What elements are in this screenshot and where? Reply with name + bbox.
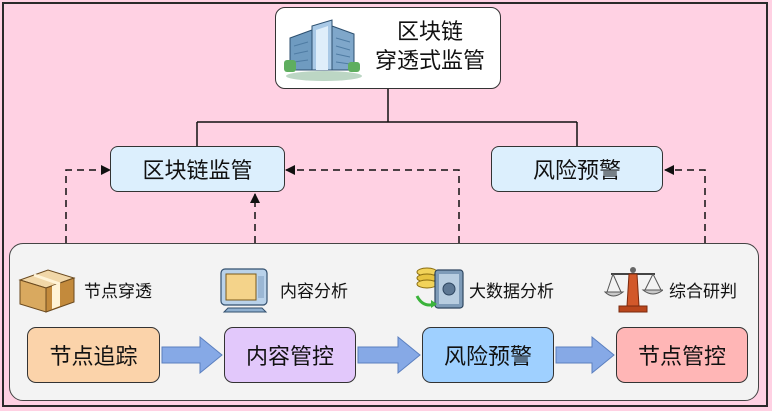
top-title-line2: 穿透式监管	[374, 49, 485, 74]
function-node-penetration: 节点穿透	[16, 262, 152, 316]
monitor-icon	[220, 268, 268, 313]
step-node-control: 节点管控	[616, 327, 748, 383]
dashed-arrow-right	[664, 165, 706, 243]
function-label: 内容分析	[280, 281, 348, 302]
function-big-data: 大数据分析	[413, 262, 554, 316]
flow-arrow-2	[357, 335, 421, 375]
building-icon	[284, 19, 362, 81]
scales-icon	[603, 267, 663, 313]
outer-frame	[2, 2, 768, 407]
flow-arrow-3	[555, 335, 615, 375]
function-content-analysis: 内容分析	[218, 262, 348, 316]
function-label: 大数据分析	[469, 281, 554, 302]
function-label: 节点穿透	[84, 281, 152, 302]
function-label: 综合研判	[669, 281, 737, 302]
flow-arrow-1	[161, 335, 223, 375]
top-node: 区块链 穿透式监管	[275, 7, 501, 89]
box-icon	[18, 269, 76, 313]
step-content-control: 内容管控	[224, 327, 356, 383]
node-risk-warning-top: 风险预警	[491, 146, 663, 192]
top-node-title: 区块链 穿透式监管	[362, 18, 498, 76]
top-title-line1: 区块链	[396, 20, 463, 45]
dashed-arrow-left	[65, 165, 111, 243]
step-risk-warning: 风险预警	[422, 327, 554, 383]
function-comprehensive-judgement: 综合研判	[603, 262, 737, 316]
safe-icon	[415, 267, 464, 309]
step-node-tracking: 节点追踪	[27, 327, 160, 383]
node-blockchain-supervision: 区块链监管	[110, 146, 285, 192]
dashed-arrow-mid	[285, 165, 460, 243]
